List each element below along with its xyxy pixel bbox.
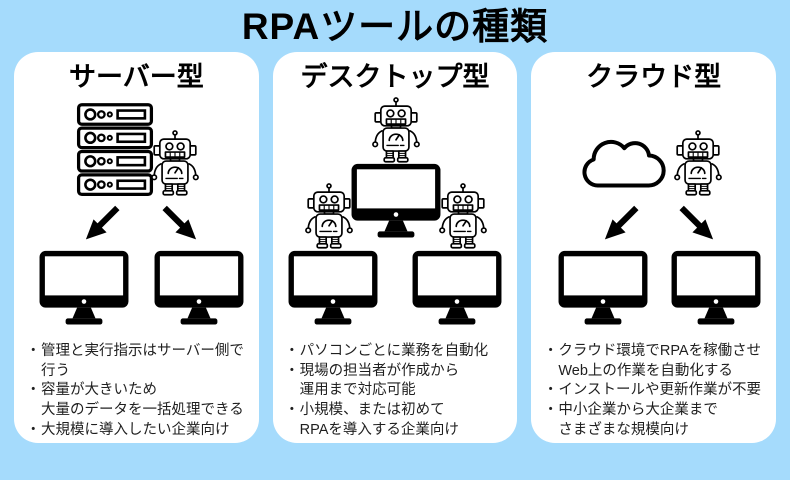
bullet-text: 容量が大きいため [41, 382, 157, 399]
bullet-item: ・ クラウド環境でRPAを稼働させ Web上の作業を自動化する [543, 342, 773, 381]
bullet-item: ・ 中小企業から大企業まで さまざまな規模向け [543, 401, 773, 440]
monitor-icon [287, 249, 379, 328]
arrow-down-right-icon [156, 201, 204, 247]
bullet-item: ・ 現場の担当者が作成から 運用まで対応可能 [285, 362, 515, 401]
bullet-item: ・ 小規模、または初めて RPAを導入する企業向け [285, 401, 515, 440]
server-rack-icon [76, 102, 154, 197]
bullet-item: ・ 管理と実行指示はサーバー側で 行う [26, 342, 256, 381]
bullet-marker: ・ [284, 362, 300, 379]
bullet-text: 現場の担当者が作成から [299, 362, 460, 379]
bullet-marker: ・ [543, 402, 558, 419]
bullet-text: クラウド環境でRPAを稼働させ [558, 343, 762, 359]
server-type-heading: サーバー型 [68, 62, 204, 92]
bullet-text: 運用まで対応可能 [299, 382, 416, 399]
bullet-text: 中小企業から大企業まで [558, 402, 718, 419]
bullet-text: 管理と実行指示はサーバー側で [41, 343, 244, 359]
server-type-panel: サーバー型 ・ 管理と実行指示はサーバー側で 行う ・ 容量が大きいため 大量の… [14, 52, 259, 443]
bullet-text: 大規模に導入したい企業向け [41, 421, 230, 438]
bullet-text: Web上の作業を自動化する [558, 362, 733, 379]
bullet-text: 行う [41, 362, 70, 379]
bullet-marker: ・ [284, 343, 300, 359]
monitor-icon [557, 249, 649, 328]
desktop-type-bullets: ・ パソコンごとに業務を自動化 ・ 現場の担当者が作成から 運用まで対応可能 ・… [285, 342, 515, 441]
robot-icon [673, 129, 723, 197]
server-type-bullets: ・ 管理と実行指示はサーバー側で 行う ・ 容量が大きいため 大量のデータを一括… [26, 342, 256, 441]
bullet-text: 小規模、または初めて [299, 402, 445, 419]
desktop-type-panel: デスクトップ型 ・ パソコンごとに業務を自動化 ・ 現場の担当者が作成から 運用… [272, 52, 518, 443]
arrow-down-left-icon [597, 201, 645, 247]
monitor-icon [38, 249, 130, 328]
monitor-icon [670, 249, 762, 328]
monitor-icon [350, 162, 442, 241]
arrow-down-right-icon [673, 201, 721, 247]
bullet-marker: ・ [26, 382, 41, 399]
bullet-marker: ・ [26, 343, 41, 359]
arrow-down-left-icon [78, 201, 126, 247]
bullet-marker: ・ [284, 402, 300, 419]
cloud-icon [571, 128, 671, 195]
bullet-item: ・ パソコンごとに業務を自動化 [285, 342, 515, 362]
bullet-marker: ・ [26, 421, 41, 438]
cloud-type-bullets: ・ クラウド環境でRPAを稼働させ Web上の作業を自動化する ・ インストール… [543, 342, 773, 441]
cloud-type-panel: クラウド型 ・ クラウド環境でRPAを稼働させ Web上の作業を自動化する ・ … [531, 52, 777, 443]
bullet-item: ・ 大規模に導入したい企業向け [26, 421, 256, 441]
robot-icon [150, 129, 200, 197]
robot-icon [438, 182, 488, 250]
bullet-text: パソコンごとに業務を自動化 [299, 343, 489, 359]
robot-icon [371, 96, 421, 164]
diagram-title: RPAツールの種類 [241, 6, 549, 47]
desktop-type-heading: デスクトップ型 [300, 62, 490, 92]
bullet-text: 大量のデータを一括処理できる [41, 402, 244, 419]
monitor-icon [153, 249, 245, 328]
cloud-type-heading: クラウド型 [586, 62, 722, 92]
bullet-text: さまざまな規模向け [558, 421, 689, 438]
bullet-marker: ・ [543, 382, 558, 399]
robot-icon [304, 182, 354, 250]
bullet-text: RPAを導入する企業向け [299, 421, 459, 438]
bullet-marker: ・ [543, 343, 558, 359]
bullet-item: ・ 容量が大きいため 大量のデータを一括処理できる [26, 381, 256, 420]
monitor-icon [411, 249, 503, 328]
columns-container: サーバー型 ・ 管理と実行指示はサーバー側で 行う ・ 容量が大きいため 大量の… [0, 52, 790, 443]
bullet-item: ・ インストールや更新作業が不要 [543, 381, 773, 401]
bullet-text: インストールや更新作業が不要 [558, 382, 762, 399]
